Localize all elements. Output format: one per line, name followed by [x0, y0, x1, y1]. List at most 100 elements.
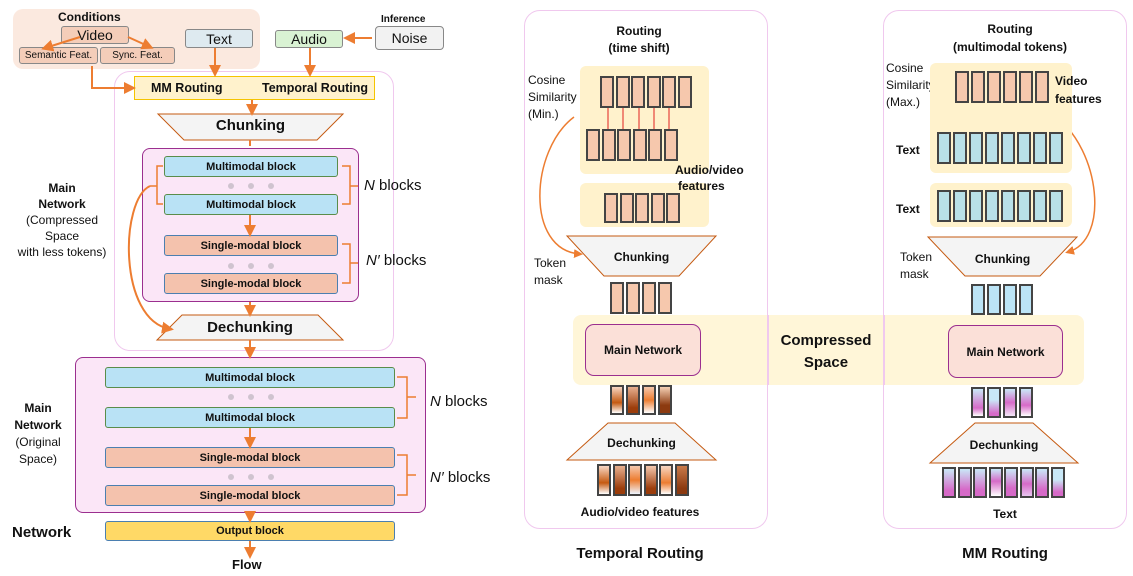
temporal-routing-caption: Temporal Routing — [576, 545, 704, 562]
processed-token — [942, 467, 956, 498]
processed-token — [957, 467, 972, 498]
text-token — [985, 190, 999, 222]
mm-routing-label: MM Routing — [151, 81, 223, 95]
audio-video-token — [650, 193, 665, 223]
processed-token — [1035, 467, 1049, 498]
text-token — [1001, 132, 1015, 164]
dechunking-shape — [565, 422, 718, 461]
text-token — [969, 132, 983, 164]
skip-connection — [127, 185, 174, 334]
temporal-routing-title: Routing (time shift) — [608, 24, 670, 55]
processed-token — [971, 387, 985, 418]
audio-video-token — [617, 129, 631, 161]
multimodal-block: Multimodal block — [105, 367, 395, 388]
audio-video-token — [646, 76, 661, 108]
brace-n — [342, 165, 358, 205]
brace-left-mm — [150, 165, 163, 205]
processed-token — [1050, 467, 1065, 498]
compressed-token — [987, 284, 1001, 315]
audio-video-token — [604, 193, 618, 223]
multimodal-block: Multimodal block — [164, 156, 338, 177]
audio-video-token — [586, 129, 600, 161]
cosine-similarity-label-mm: Cosine Similarity (Max.) — [886, 61, 935, 109]
processed-token — [658, 385, 672, 415]
processed-token — [987, 387, 1001, 418]
text-label: Text — [896, 143, 920, 157]
audio-video-token — [677, 76, 692, 108]
processed-token — [597, 464, 611, 496]
dechunking-shape-mm — [928, 422, 1080, 464]
main-network-box: Main Network — [585, 324, 701, 376]
n-blocks-label: N blocks — [430, 393, 488, 410]
dechunking-label: Dechunking — [207, 319, 293, 336]
main-network-box: Main Network — [948, 325, 1063, 378]
brace-nprime-orig — [397, 454, 416, 496]
cosine-similarity-label: Cosine Similarity (Min.) — [528, 73, 577, 121]
noise-node: Noise — [375, 26, 444, 50]
compressed-token — [658, 282, 672, 314]
multimodal-block: Multimodal block — [105, 407, 395, 428]
text-token — [1001, 190, 1015, 222]
n-var: N — [364, 177, 375, 194]
chunking-label: Chunking — [215, 117, 286, 134]
conditions-title: Conditions — [58, 10, 121, 24]
video-token — [1003, 71, 1017, 103]
arrow-semantic-routing — [91, 66, 136, 94]
chunking-shape — [565, 235, 718, 277]
token-mask-arrow — [539, 116, 583, 259]
video-token — [971, 71, 985, 103]
compressed-space-label: Compressed Space — [780, 332, 872, 371]
mm-routing-caption: MM Routing — [962, 545, 1048, 562]
routing-bar: MM Routing Temporal Routing — [134, 76, 375, 100]
text-token — [937, 132, 951, 164]
audio-video-token — [662, 76, 676, 108]
blocks-word: blocks — [379, 252, 427, 269]
ellipsis-dots — [228, 183, 274, 189]
processed-token — [610, 385, 624, 415]
audio-video-token — [666, 193, 680, 223]
processed-token — [612, 464, 627, 496]
video-node: Video — [61, 26, 129, 44]
processed-token — [659, 464, 673, 496]
text-token — [1049, 190, 1063, 222]
text-label: Text — [896, 202, 920, 216]
compressed-token — [1003, 284, 1017, 315]
video-token — [955, 71, 969, 103]
sync-feat-node: Sync. Feat. — [100, 47, 175, 64]
nprime-blocks-label: N′ blocks — [430, 469, 491, 486]
text-token — [953, 132, 967, 164]
flow-label: Flow — [232, 557, 262, 572]
processed-token — [1004, 467, 1018, 498]
audio-video-token — [635, 193, 649, 223]
text-token — [1017, 190, 1031, 222]
ellipsis-dots — [228, 474, 274, 480]
text-token — [985, 132, 999, 164]
processed-token — [1019, 467, 1034, 498]
blocks-word: blocks — [374, 177, 422, 194]
main-network-original-label: Main Network (Original Space) — [14, 401, 62, 466]
nprime-var: N′ — [366, 252, 380, 269]
compressed-token — [971, 284, 985, 315]
video-token — [1035, 71, 1049, 103]
panel-edge — [767, 315, 769, 385]
audio-video-token — [631, 76, 645, 108]
mm-routing-title: Routing (multimodal tokens) — [952, 22, 1067, 54]
main-network-compressed-label: Main Network (Compressed Space with less… — [17, 181, 107, 259]
arrow-video-sync — [127, 36, 154, 50]
chunking-label: Chunking — [613, 250, 670, 264]
audio-video-token — [619, 193, 634, 223]
processed-token — [626, 385, 640, 415]
text-token — [1017, 132, 1031, 164]
text-node: Text — [185, 29, 253, 48]
ellipsis-dots — [228, 394, 274, 400]
token-mask-label: Token mask — [534, 256, 567, 287]
text-bottom-label: Text — [993, 507, 1017, 521]
audio-video-token — [663, 129, 678, 161]
processed-token — [1019, 387, 1033, 418]
text-token — [1049, 132, 1063, 164]
audio-video-token — [600, 76, 614, 108]
mm-routing-panel — [883, 10, 1127, 529]
audio-video-token — [615, 76, 630, 108]
